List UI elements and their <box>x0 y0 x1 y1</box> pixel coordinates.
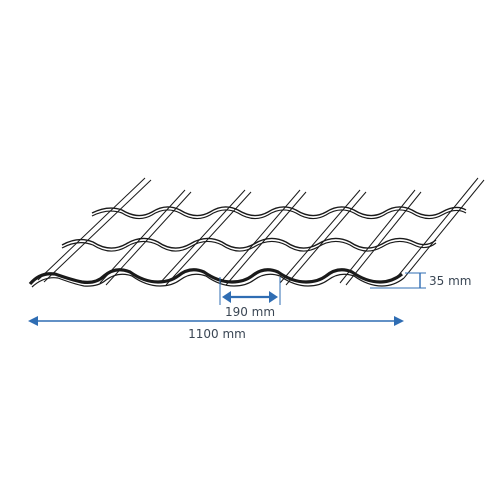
rib-line <box>159 189 246 284</box>
rib-line <box>279 189 361 284</box>
rib-line <box>285 191 367 286</box>
dimension-sheet-width: 1100 mm <box>28 316 404 341</box>
arrowhead-right <box>394 316 404 326</box>
wave-profile-front <box>28 268 403 286</box>
rib-lines <box>37 177 485 286</box>
rib-line <box>339 189 416 284</box>
rib-line <box>403 179 485 279</box>
wave-course-middle-edge <box>61 240 437 252</box>
dimension-profile-height: 35 mm <box>370 272 471 289</box>
wave-course-top-edge <box>91 209 467 220</box>
arrowhead-left <box>28 316 38 326</box>
wave-course-middle <box>61 237 437 249</box>
rib-line <box>43 179 152 283</box>
rib-line <box>345 191 422 286</box>
profile-height-label: 35 mm <box>429 274 471 288</box>
rib-line <box>99 189 186 284</box>
rib-line <box>37 177 146 281</box>
wave-pitch-label: 190 mm <box>225 305 275 319</box>
rib-line <box>219 189 301 284</box>
wave-course-top <box>91 206 467 217</box>
dimension-wave-pitch: 190 mm <box>219 277 281 319</box>
arrowhead-right <box>269 291 278 303</box>
rib-line <box>397 177 479 277</box>
arrowhead-left <box>222 291 231 303</box>
sheet-width-label: 1100 mm <box>188 327 246 341</box>
